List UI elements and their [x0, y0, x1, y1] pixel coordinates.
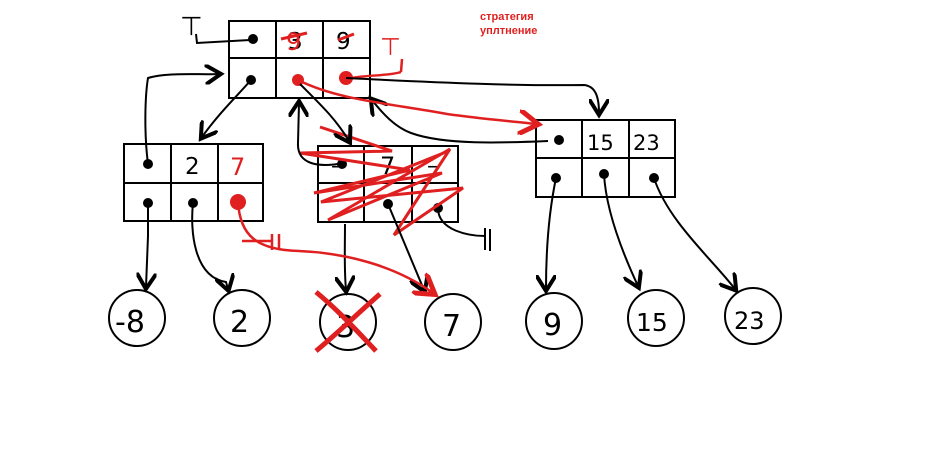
red-links — [236, 78, 536, 293]
root-head-pointer-dot — [248, 34, 258, 44]
leaf-label-6: 23 — [734, 307, 765, 335]
leaf-label-5: 15 — [636, 308, 668, 337]
root-key-0: 9 — [286, 28, 301, 56]
leaf-6: 23 — [724, 287, 782, 345]
left-key-0: 2 — [185, 154, 200, 180]
leaf-label-4: 9 — [543, 308, 562, 343]
leaf-label-3: 7 — [442, 309, 461, 344]
left-key-1: 7 — [230, 153, 245, 181]
strategy-note-line1: стратегия — [480, 11, 534, 23]
middle-node-crossout — [299, 125, 464, 237]
root-head-link — [195, 33, 251, 45]
strategy-note: стратегия уплтнение — [480, 10, 537, 38]
right-key-1: 23 — [633, 131, 660, 155]
middle-node: – 7 – — [299, 125, 464, 237]
leaf-label-0: -8 — [115, 305, 145, 340]
root-node: 3 9 9 ⊤ ⊤ — [180, 12, 404, 99]
root-key-1: 9 — [336, 29, 351, 55]
middle-key-2: – — [427, 154, 438, 179]
black-links — [145, 74, 735, 290]
leaf-3: 7 — [424, 293, 482, 351]
strategy-note-line2: уплтнение — [480, 25, 538, 37]
leaf-4: 9 — [525, 292, 583, 350]
right-key-0: 15 — [587, 131, 614, 155]
leaf-nodes: -8 2 3 7 9 15 23 — [108, 287, 782, 353]
leaf-2-crossout — [314, 290, 382, 353]
leaf-label-1: 2 — [230, 305, 249, 340]
leaf-2: 3 — [314, 290, 382, 353]
root-head-mark: ⊤ — [180, 12, 203, 42]
middle-key-0: – — [331, 154, 342, 179]
leaf-1: 2 — [213, 289, 271, 347]
leaf-5: 15 — [627, 289, 685, 347]
leaf-0: -8 — [108, 289, 166, 347]
left-node: 2 7 — [123, 143, 264, 222]
root-right-mark: ⊤ — [380, 33, 401, 61]
